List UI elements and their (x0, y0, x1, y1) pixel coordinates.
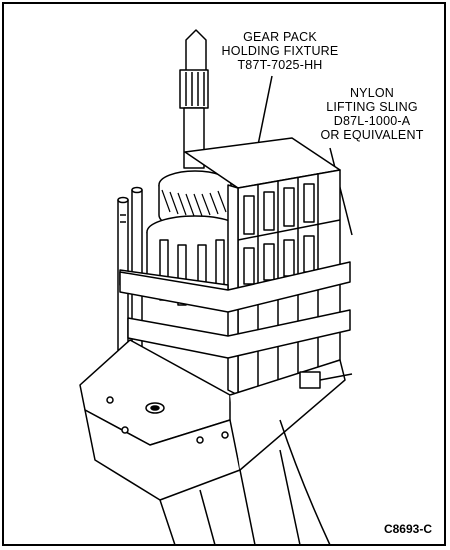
sling-leader-line (329, 147, 353, 236)
lifting-sling (119, 261, 351, 359)
fixture-label-line-3: T87T-7025-HH (237, 58, 323, 72)
sling-label-line-1: NYLON (349, 86, 395, 100)
gear-pack-fixture-label: GEAR PACK HOLDING FIXTURE T87T-7025-HH (205, 30, 355, 72)
nylon-sling-label: NYLON LIFTING SLING D87L-1000-A OR EQUIV… (302, 86, 442, 142)
sling-label-line-2: LIFTING SLING (326, 100, 418, 114)
sling-label-line-3: D87L-1000-A (333, 114, 411, 128)
figure-code: C8693-C (383, 522, 432, 536)
sling-label-line-4: OR EQUIVALENT (320, 128, 424, 142)
fixture-leader-line (257, 75, 273, 146)
transmission-case (79, 339, 353, 546)
fixture-label-line-2: HOLDING FIXTURE (221, 44, 339, 58)
fixture-label-line-1: GEAR PACK (243, 30, 317, 44)
output-shaft (179, 29, 209, 169)
gear-pack (146, 170, 244, 306)
